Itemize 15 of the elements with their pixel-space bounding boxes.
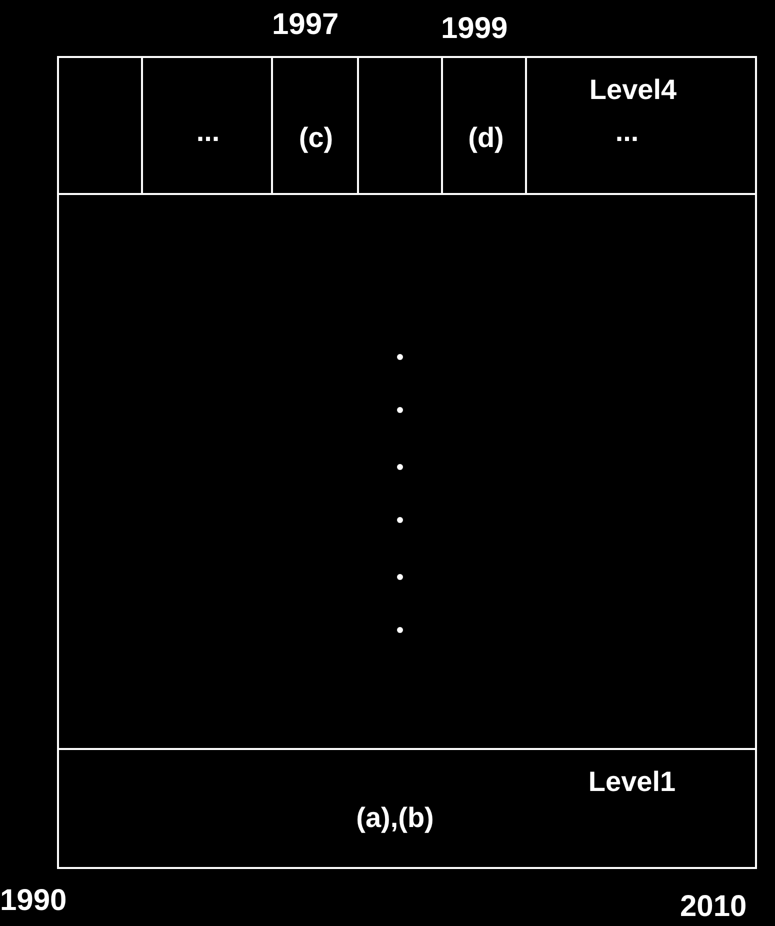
year-label: 1990 xyxy=(0,884,67,918)
cell-label: Level1 xyxy=(588,766,676,798)
empty-panel xyxy=(57,193,757,750)
cell-label: Level4 xyxy=(589,74,677,106)
cell-label: ... xyxy=(196,116,220,148)
level-band xyxy=(57,748,757,869)
year-label: 1997 xyxy=(272,8,339,42)
year-label: 2010 xyxy=(680,890,747,924)
year-label: 1999 xyxy=(441,12,508,46)
grid-cell xyxy=(57,56,143,195)
cell-label: ... xyxy=(615,116,639,148)
cell-label: (a),(b) xyxy=(356,802,434,834)
grid-cell xyxy=(525,56,757,195)
cell-label: (d) xyxy=(468,122,504,154)
cell-label: (c) xyxy=(298,122,334,154)
